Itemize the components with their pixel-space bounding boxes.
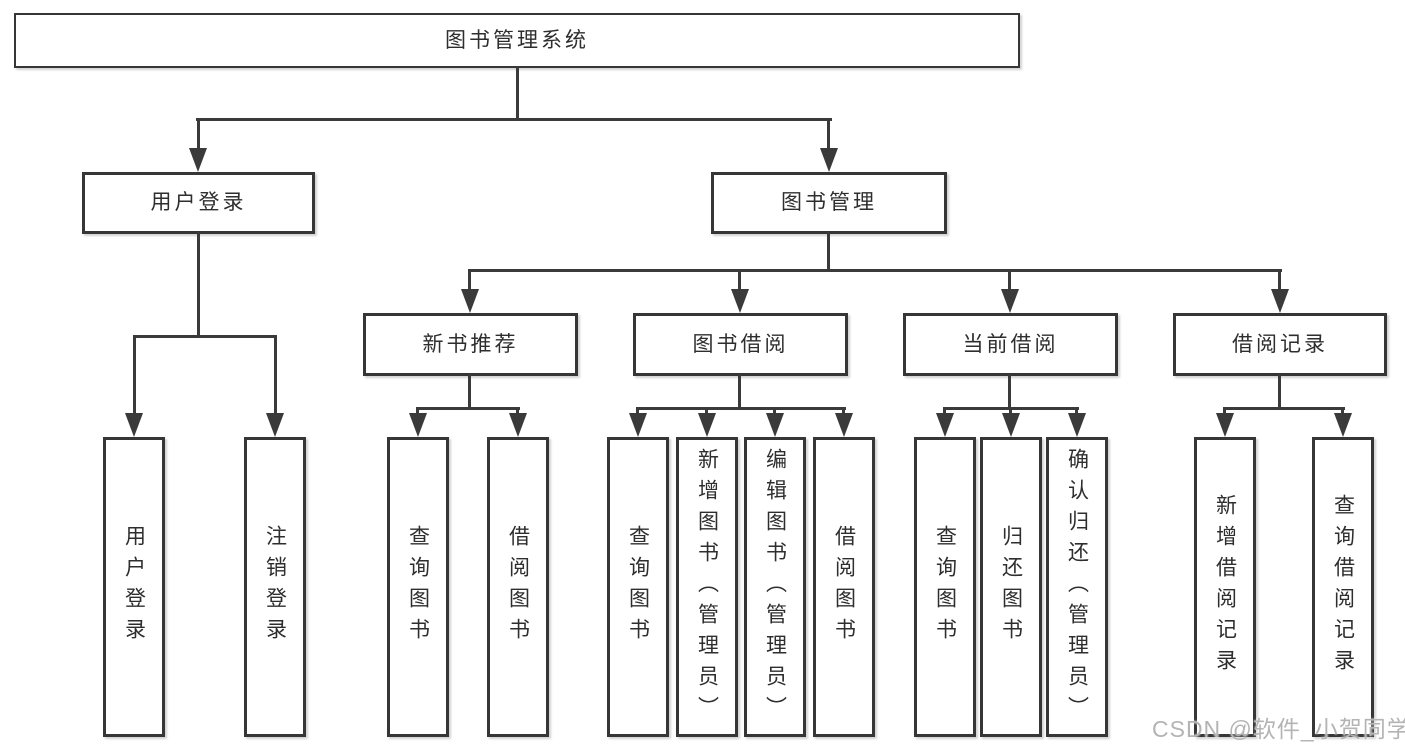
node-label: 查询图书	[933, 525, 957, 649]
connector-line	[133, 337, 136, 415]
arrow-down-icon	[936, 413, 954, 437]
connector-line	[773, 408, 776, 415]
connector-line	[1009, 408, 1012, 415]
node-label: 借阅记录	[1232, 332, 1328, 356]
arrow-down-icon	[1002, 413, 1020, 437]
leaf-records-add-borrow-record: 新增借阅记录	[1194, 437, 1256, 737]
connector-line	[705, 408, 708, 415]
connector-line	[468, 269, 1282, 272]
arrow-down-icon	[629, 413, 647, 437]
connector-line	[1075, 408, 1078, 415]
arrow-down-icon	[509, 413, 527, 437]
connector-line	[636, 407, 846, 410]
node-label: 注销登录	[263, 525, 287, 649]
connector-line	[943, 408, 946, 415]
connector-line	[827, 232, 830, 272]
arrow-down-icon	[266, 413, 284, 437]
connector-line	[516, 408, 519, 415]
connector-line	[133, 335, 277, 338]
leaf-borrowing-query-books: 查询图书	[607, 437, 669, 737]
leaf-logout-login: 注销登录	[244, 437, 306, 737]
node-library-management-system: 图书管理系统	[14, 13, 1020, 68]
node-label: 新增借阅记录	[1213, 494, 1237, 680]
arrow-down-icon	[125, 413, 143, 437]
node-user-login: 用户登录	[82, 172, 315, 234]
connector-line	[468, 270, 471, 290]
node-label: 确认归还（管理员）	[1065, 447, 1089, 727]
node-label: 新增图书（管理员）	[695, 447, 719, 727]
leaf-current-confirm-return-admin: 确认归还（管理员）	[1046, 437, 1108, 737]
arrow-down-icon	[1271, 289, 1289, 313]
arrow-down-icon	[461, 289, 479, 313]
connector-line	[1223, 407, 1345, 410]
node-label: 用户登录	[122, 525, 146, 649]
node-label: 查询图书	[406, 525, 430, 649]
connector-line	[1278, 270, 1281, 290]
connector-line	[738, 374, 741, 410]
arrow-down-icon	[1334, 413, 1352, 437]
connector-line	[416, 407, 520, 410]
leaf-current-return-books: 归还图书	[980, 437, 1042, 737]
leaf-records-query-borrow-record: 查询借阅记录	[1312, 437, 1374, 737]
node-label: 借阅图书	[506, 525, 530, 649]
node-label: 图书管理	[781, 191, 877, 215]
node-label: 图书借阅	[692, 332, 789, 356]
connector-line	[1341, 408, 1344, 415]
node-new-book-recommendation: 新书推荐	[363, 313, 578, 376]
connector-line	[516, 66, 519, 120]
leaf-borrowing-edit-books-admin: 编辑图书（管理员）	[744, 437, 806, 737]
node-book-borrowing: 图书借阅	[633, 313, 848, 376]
arrow-down-icon	[820, 148, 838, 172]
arrow-down-icon	[698, 413, 716, 437]
connector-line	[842, 408, 845, 415]
leaf-borrowing-borrow-books: 借阅图书	[813, 437, 875, 737]
connector-line	[738, 270, 741, 290]
node-borrowing-records: 借阅记录	[1173, 313, 1387, 376]
arrow-down-icon	[1001, 289, 1019, 313]
node-label: 当前借阅	[962, 332, 1059, 356]
connector-line	[1278, 374, 1281, 410]
arrow-down-icon	[189, 148, 207, 172]
node-label: 图书管理系统	[445, 28, 589, 52]
node-label: 查询借阅记录	[1331, 494, 1355, 680]
leaf-newrec-query-books: 查询图书	[387, 437, 449, 737]
node-label: 借阅图书	[832, 525, 856, 649]
leaf-borrowing-add-books-admin: 新增图书（管理员）	[676, 437, 738, 737]
arrow-down-icon	[731, 289, 749, 313]
connector-line	[636, 408, 639, 415]
node-label: 编辑图书（管理员）	[763, 447, 787, 727]
csdn-watermark: CSDN @软件_小贺同学	[1152, 716, 1405, 742]
connector-line	[196, 118, 832, 121]
connector-line	[416, 408, 419, 415]
connector-line	[274, 337, 277, 415]
arrow-down-icon	[1068, 413, 1086, 437]
leaf-user-login: 用户登录	[103, 437, 165, 737]
node-label: 用户登录	[150, 191, 247, 215]
connector-line	[1223, 408, 1226, 415]
arrow-down-icon	[1216, 413, 1234, 437]
connector-line	[827, 120, 830, 150]
arrow-down-icon	[409, 413, 427, 437]
node-label: 查询图书	[626, 525, 650, 649]
node-label: 归还图书	[999, 525, 1023, 649]
leaf-current-query-books: 查询图书	[914, 437, 976, 737]
leaf-newrec-borrow-books: 借阅图书	[487, 437, 549, 737]
node-current-borrowing: 当前借阅	[903, 313, 1118, 376]
node-book-management: 图书管理	[711, 172, 947, 234]
arrow-down-icon	[835, 413, 853, 437]
connector-line	[1008, 374, 1011, 410]
connector-line	[197, 232, 200, 338]
connector-line	[1008, 270, 1011, 290]
arrow-down-icon	[766, 413, 784, 437]
connector-line	[197, 120, 200, 150]
connector-line	[468, 374, 471, 410]
node-label: 新书推荐	[422, 332, 519, 356]
